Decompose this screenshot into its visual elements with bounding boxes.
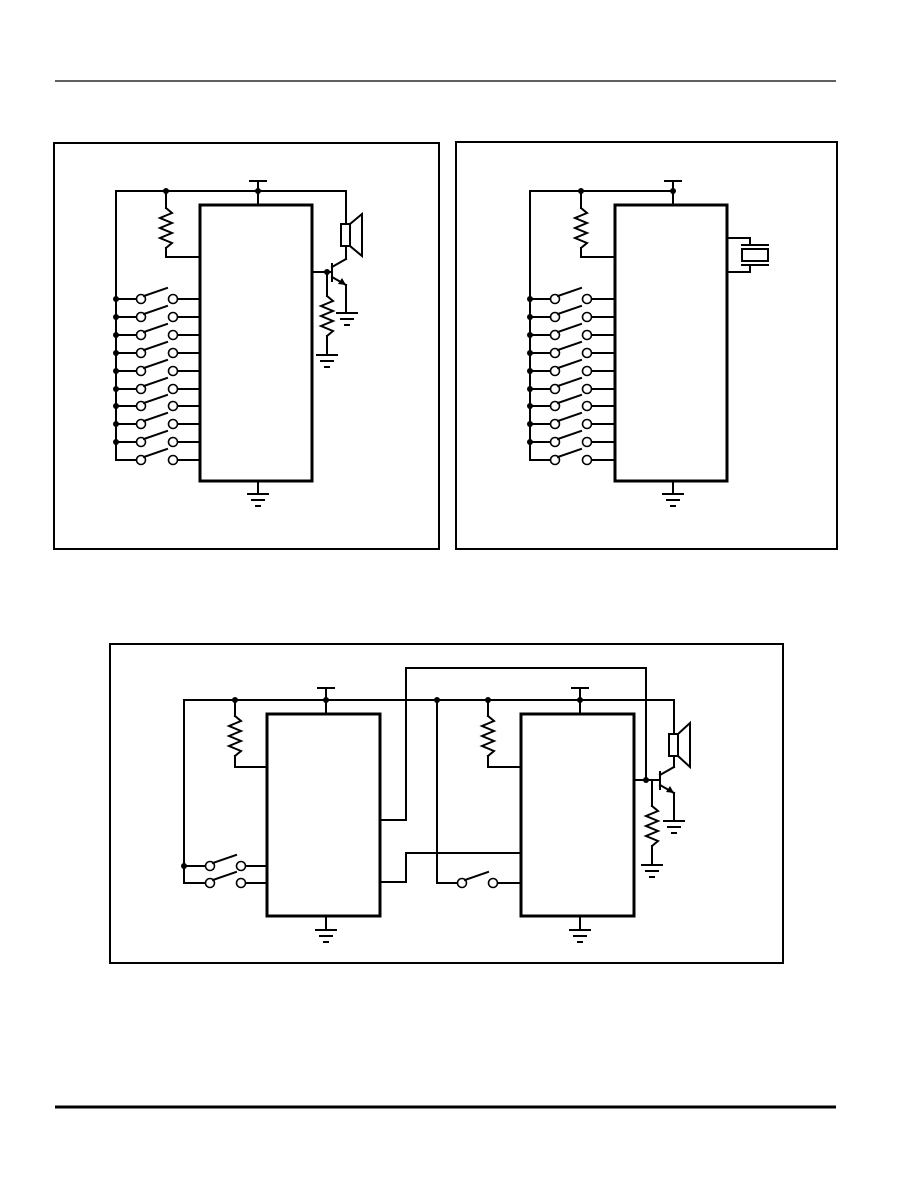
figure-top-right [455,141,838,550]
switch-matrix [113,286,201,466]
ic-block-right [519,712,636,918]
switch-matrix [527,286,616,466]
pull-up-resistor [157,190,201,258]
switch-pair [181,853,268,889]
single-switch [456,870,522,889]
ground-icon [662,480,684,507]
figure-frame [53,142,440,550]
ground-icon [315,915,337,943]
bias-resistor [643,779,661,865]
figure-bottom [109,643,784,964]
key-switch [527,393,616,412]
figure-frame [455,141,838,550]
figure-top-left [53,142,440,550]
key-switch [527,286,616,305]
pull-up-resistor [479,699,522,768]
ic-block [613,203,729,483]
key-switch [113,322,201,341]
key-switch [113,340,201,359]
ground-icon [336,312,358,326]
key-switch [527,340,616,359]
key-switch [113,358,201,377]
key-switch [113,286,201,305]
key-switch [527,304,616,323]
ic-block-left [265,712,382,918]
bias-resistor [318,271,336,355]
key-switch [113,304,201,323]
key-switch [115,447,201,466]
key-switch [113,376,201,395]
figure-frame [109,643,784,964]
key-switch [113,411,201,430]
npn-transistor [633,755,676,821]
key-switch [527,429,616,448]
ground-icon [569,915,591,943]
key-switch [527,376,616,395]
speaker-icon [340,211,363,259]
ground-icon [641,864,663,878]
pull-up-resistor [226,699,268,768]
ic-block [198,203,314,483]
ground-icon [247,480,269,507]
key-switch [527,411,616,430]
key-switch [529,447,616,466]
ground-icon [663,820,685,834]
pull-up-resistor [572,190,616,258]
key-switch [527,358,616,377]
key-switch [527,322,616,341]
ground-icon [316,354,338,368]
piezo-buzzer-icon [726,237,769,273]
key-switch [113,393,201,412]
key-switch [113,429,201,448]
speaker-icon [668,720,691,770]
